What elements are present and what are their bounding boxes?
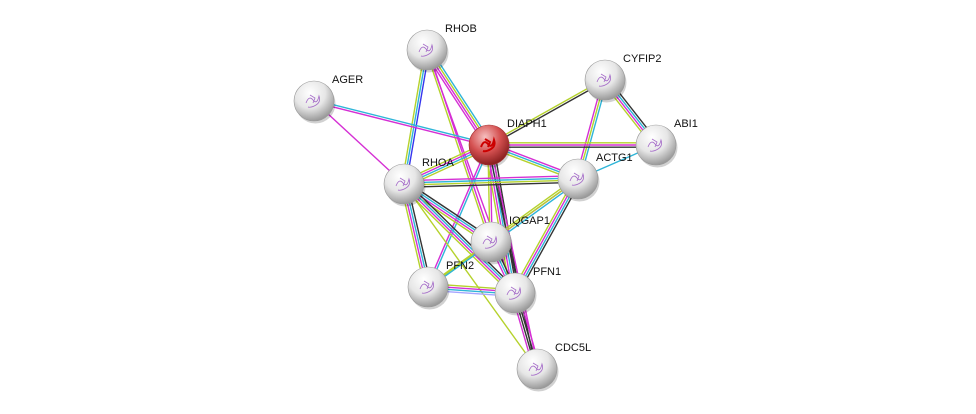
evidence-line-green [511, 177, 576, 292]
evidence-line-green [401, 185, 514, 296]
evidence-line-green [401, 49, 426, 184]
protein-structure-icon [480, 136, 496, 153]
evidence-line-green [425, 50, 491, 243]
node-label: CDC5L [555, 342, 591, 354]
node-iqgap1[interactable]: IQGAP1 [470, 215, 550, 265]
node-rhoa[interactable]: RHOA [383, 157, 454, 207]
evidence-line-magenta [313, 100, 405, 185]
evidence-line-black [489, 80, 606, 147]
edge-actg1-rhoa[interactable] [403, 175, 579, 188]
node-label: ABI1 [674, 118, 698, 130]
evidence-line-green [403, 183, 538, 370]
protein-structure-icon [569, 172, 584, 186]
protein-structure-icon [418, 43, 433, 57]
protein-structure-icon [528, 362, 543, 376]
evidence-line-green [404, 179, 579, 186]
evidence-line-cyan [403, 177, 578, 184]
evidence-line-black [517, 180, 582, 295]
node-label: RHOB [445, 23, 477, 35]
node-cyfip2[interactable]: CYFIP2 [584, 53, 662, 103]
node-diaph1[interactable]: DIAPH1 [468, 118, 547, 168]
evidence-line-black [405, 181, 518, 292]
protein-structure-icon [395, 177, 410, 191]
node-rhob[interactable]: RHOB [406, 23, 477, 73]
node-actg1[interactable]: ACTG1 [557, 152, 633, 202]
node-label: PFN2 [446, 260, 474, 272]
edge-diaph1-abi1[interactable] [489, 142, 656, 148]
node-cdc5l[interactable]: CDC5L [516, 342, 591, 392]
edge-cyfip2-diaph1[interactable] [488, 78, 606, 147]
protein-structure-icon [482, 235, 497, 249]
evidence-line-magenta [513, 178, 578, 293]
evidence-line-black [404, 181, 579, 188]
node-label: IQGAP1 [509, 215, 550, 227]
evidence-line-cyan [403, 49, 428, 185]
evidence-line-green [488, 78, 605, 145]
protein-structure-icon [305, 94, 320, 108]
protein-structure-icon [419, 280, 434, 294]
node-label: ACTG1 [596, 152, 633, 164]
evidence-line-magenta [486, 145, 514, 294]
edge-rhob-rhoa[interactable] [401, 49, 430, 185]
evidence-line-magenta [313, 101, 489, 147]
protein-structure-icon [506, 286, 521, 300]
node-label: RHOA [422, 157, 454, 169]
protein-structure-icon [596, 73, 611, 87]
edge-rhoa-pfn1[interactable] [401, 181, 518, 296]
evidence-line-magenta [403, 175, 578, 182]
node-abi1[interactable]: ABI1 [635, 118, 698, 168]
evidence-line-cyan [515, 179, 580, 294]
node-label: DIAPH1 [507, 118, 547, 130]
evidence-line-magenta [402, 184, 515, 295]
edge-rhoa-cdc5l[interactable] [403, 183, 538, 370]
protein-structure-icon [647, 138, 662, 152]
edge-layer [313, 47, 660, 371]
evidence-line-cyan [314, 99, 490, 145]
node-label: CYFIP2 [623, 53, 662, 65]
edge-ager-rhoa[interactable] [313, 100, 405, 185]
node-ager[interactable]: AGER [293, 74, 363, 124]
evidence-line-blue [405, 50, 430, 185]
node-pfn1[interactable]: PFN1 [494, 266, 561, 316]
node-pfn2[interactable]: PFN2 [407, 260, 474, 310]
edge-ager-diaph1[interactable] [313, 99, 490, 147]
edge-actg1-pfn1[interactable] [511, 177, 582, 295]
evidence-line-cyan [404, 182, 517, 293]
node-label: AGER [332, 74, 363, 86]
node-label: PFN1 [533, 266, 561, 278]
